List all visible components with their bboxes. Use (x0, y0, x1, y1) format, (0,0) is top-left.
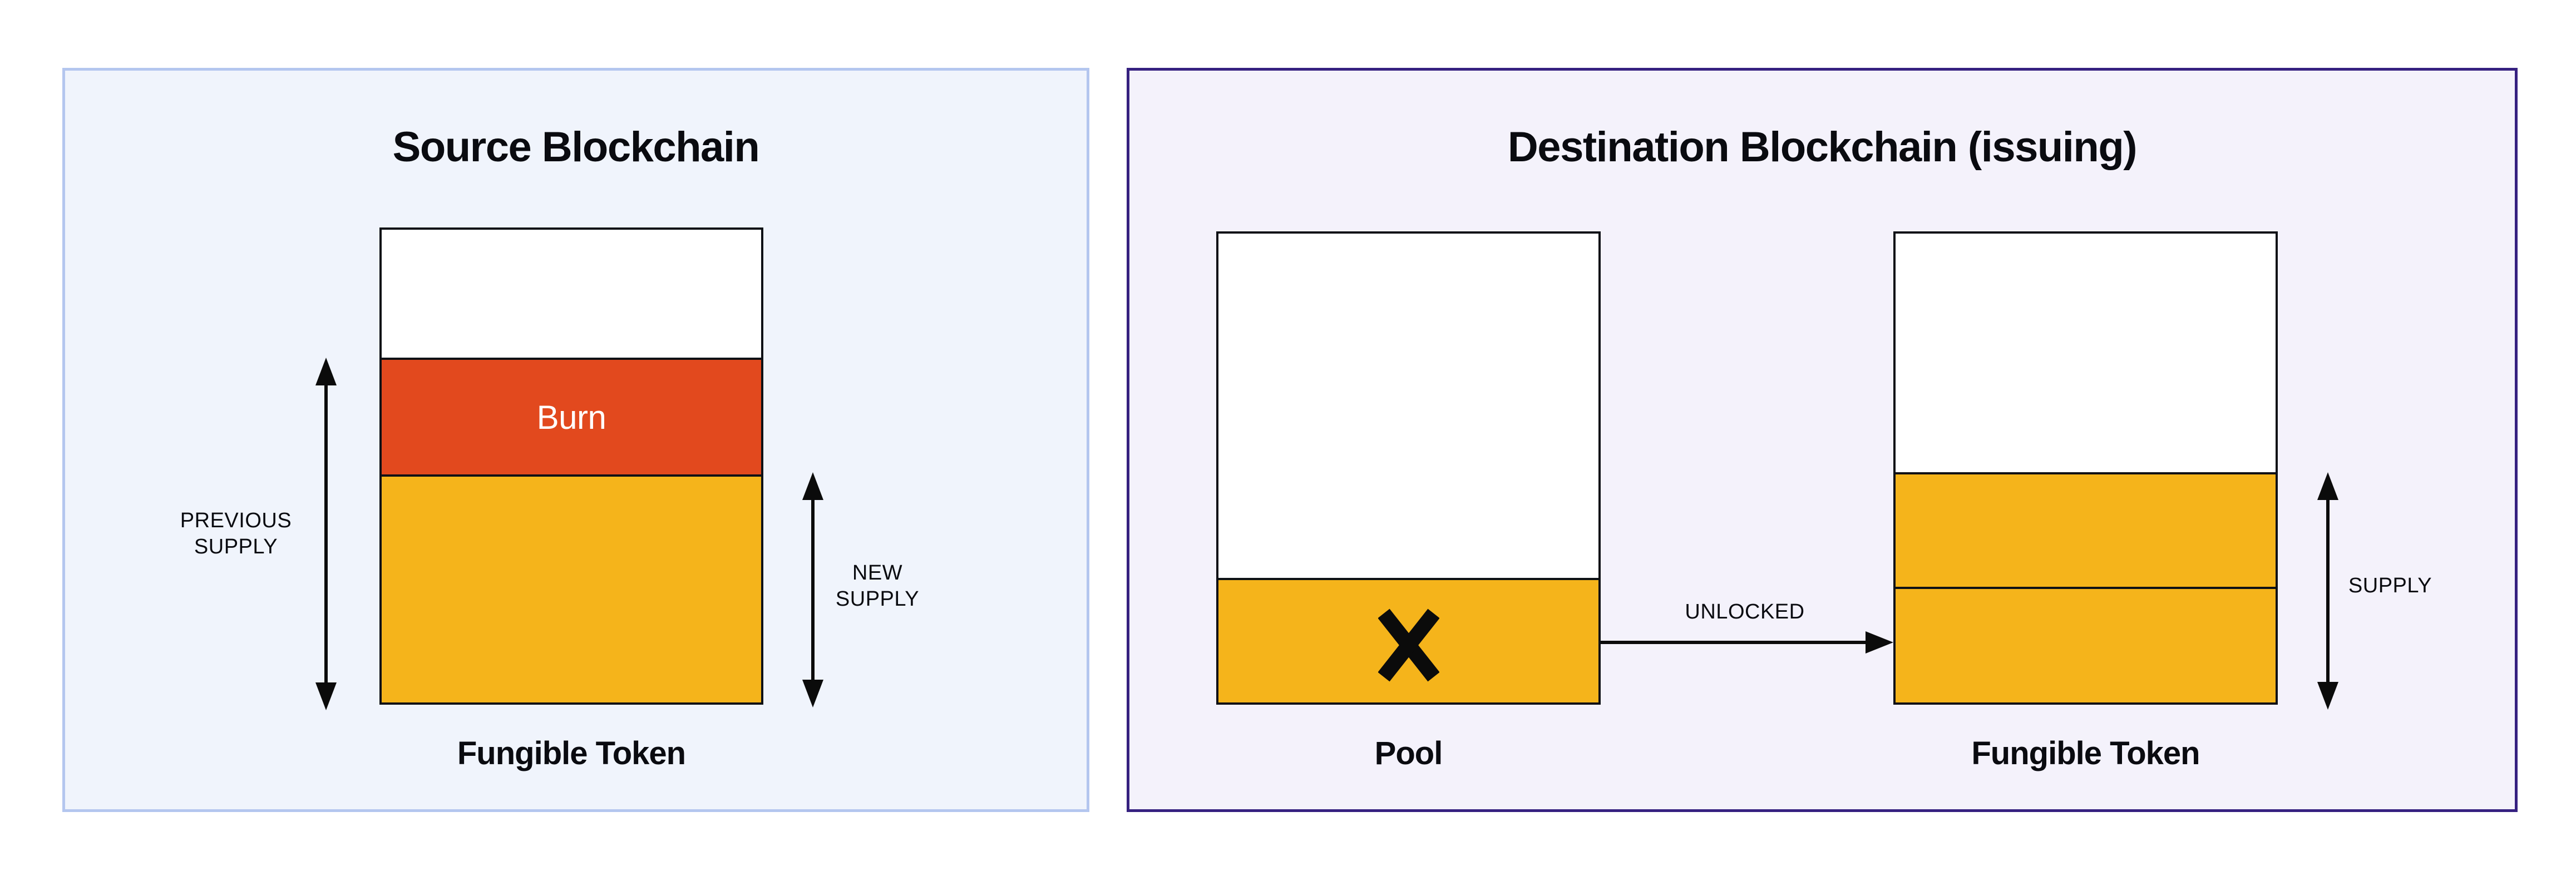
destination-bar-supply-upper-section (1896, 472, 2276, 587)
source-fungible-token-label: Fungible Token (457, 735, 686, 771)
new-supply-arrow-icon (802, 472, 823, 707)
source-blockchain-panel: Source Blockchain Burn PREVIOUS SUPPLY N… (62, 68, 1089, 812)
unlocked-flow-arrow-icon (1601, 631, 1893, 654)
destination-token-bar (1893, 231, 2278, 705)
destination-panel-title: Destination Blockchain (issuing) (1507, 123, 2138, 171)
destination-bar-unfilled-section (1896, 234, 2276, 472)
supply-arrow-icon (2317, 472, 2338, 710)
supply-label: SUPPLY (2348, 574, 2432, 597)
previous-supply-label-line2: SUPPLY (194, 535, 278, 558)
source-bar-new-supply-section (382, 474, 761, 702)
previous-supply-label-line1: PREVIOUS (180, 509, 292, 532)
new-supply-label-line2: SUPPLY (835, 587, 920, 611)
unlocked-label: UNLOCKED (1685, 600, 1805, 623)
pool-bar-unfilled-section (1218, 234, 1598, 578)
pool-label: Pool (1374, 735, 1443, 771)
source-bar-unfilled-section (382, 230, 761, 358)
destination-blockchain-panel: Destination Blockchain (issuing) Pool UN… (1127, 68, 2518, 812)
previous-supply-arrow-icon (315, 358, 337, 710)
source-panel-title: Source Blockchain (392, 123, 760, 171)
source-bar-burn-section: Burn (382, 358, 761, 474)
pool-bar (1216, 231, 1601, 705)
pool-bar-locked-section (1218, 578, 1598, 702)
source-token-bar: Burn (379, 227, 763, 705)
previous-supply-label: PREVIOUS SUPPLY (152, 508, 319, 560)
new-supply-label-line1: NEW (852, 561, 903, 585)
new-supply-label: NEW SUPPLY (794, 560, 961, 612)
destination-bar-supply-lower-section (1896, 587, 2276, 702)
burn-label: Burn (536, 398, 606, 436)
destination-fungible-token-label: Fungible Token (1971, 735, 2200, 771)
cross-x-icon (1378, 608, 1439, 682)
